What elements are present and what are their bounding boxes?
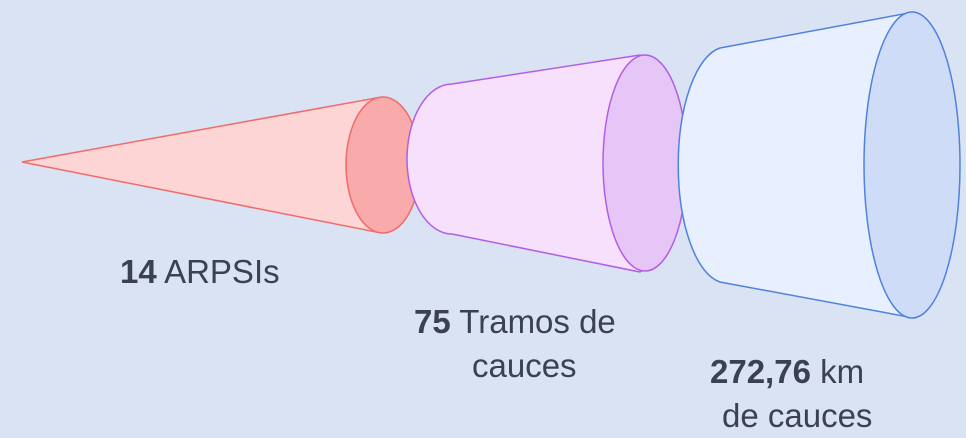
label-km-text: km <box>820 353 865 390</box>
label-km: 272,76 km <box>710 350 864 394</box>
label-km-number: 272,76 <box>710 353 811 390</box>
label-tramos-number: 75 <box>414 303 451 340</box>
label-arpsis-text: ARPSIs <box>164 253 280 290</box>
frustum-km <box>677 11 961 319</box>
label-km-line2: de cauces <box>722 397 873 434</box>
cone-arpsis <box>21 96 421 234</box>
label-tramos-text: Tramos de <box>459 303 616 340</box>
label-arpsis-number: 14 <box>120 253 157 290</box>
label-arpsis: 14 ARPSIs <box>120 250 280 294</box>
label-tramos: 75 Tramos de <box>414 300 616 344</box>
frustum-tramos <box>406 54 688 273</box>
label-tramos-line2: cauces <box>472 347 577 384</box>
